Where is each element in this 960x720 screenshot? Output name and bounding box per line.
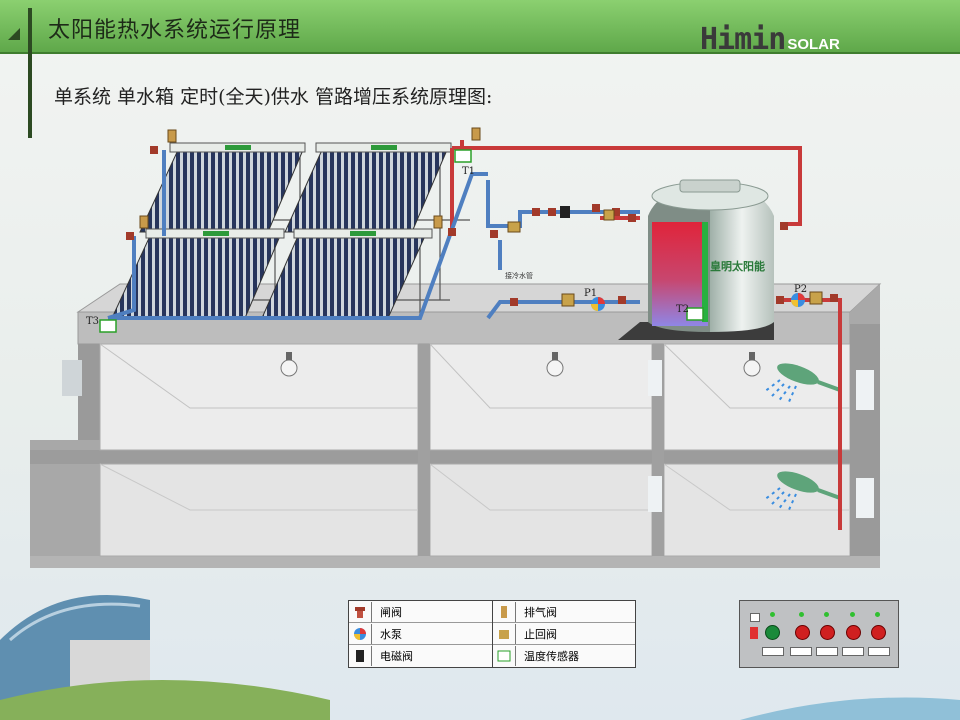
gate-valve-icon (349, 602, 372, 622)
start-button[interactable] (765, 625, 780, 640)
solenoid-valve-icon[interactable] (560, 206, 570, 218)
control-button-2[interactable] (820, 625, 835, 640)
power-switch[interactable] (750, 627, 758, 639)
tank-brand-label: 皇明太阳能 (710, 259, 765, 273)
ceiling-light-icon (280, 352, 761, 377)
page-title: 太阳能热水系统运行原理 (48, 18, 302, 43)
cold-water-inlet-label: 接冷水管 (505, 271, 533, 280)
solenoid-valve-icon (349, 646, 372, 666)
legend-label-solenoid-valve: 电磁阀 (380, 650, 413, 663)
indicator-led (850, 612, 855, 617)
header-bar (0, 0, 960, 54)
control-label (842, 647, 864, 656)
header-vertical-rule (28, 8, 32, 138)
control-label (868, 647, 890, 656)
diagram-subtitle: 单系统 单水箱 定时(全天)供水 管路增压系统原理图: (54, 86, 493, 108)
check-valve-icon[interactable] (507, 209, 823, 307)
pump-icon[interactable] (591, 293, 805, 311)
legend-panel: 闸阀 水泵 电磁阀 排气阀 止回阀 温度传感器 (348, 600, 636, 668)
indicator-led (875, 612, 880, 617)
legend-label-check-valve: 止回阀 (524, 628, 557, 641)
indicator-led (770, 612, 775, 617)
legend-label-air-vent-valve: 排气阀 (524, 606, 557, 619)
air-vent-valve-icon[interactable] (139, 127, 481, 229)
temperature-sensor-icon (492, 646, 516, 666)
control-label (816, 647, 838, 656)
gate-valve-icon[interactable] (126, 146, 838, 306)
legend-item: 温度传感器 (492, 645, 635, 667)
decorative-building-photo (0, 595, 960, 720)
legend-label-pump: 水泵 (380, 628, 402, 641)
indicator-led (799, 612, 804, 617)
header-corner-mark (8, 28, 20, 40)
control-button-4[interactable] (871, 625, 886, 640)
control-panel-switch[interactable] (750, 613, 760, 622)
pump-label-p2: P2 (794, 284, 807, 295)
sensor-label-t3: T3 (86, 316, 99, 327)
temperature-sensor-icon (99, 149, 704, 333)
control-label (762, 647, 784, 656)
control-button-3[interactable] (846, 625, 861, 640)
legend-item: 闸阀 (349, 601, 492, 623)
solar-collector-array (111, 142, 452, 319)
legend-item: 排气阀 (492, 601, 635, 623)
check-valve-icon (492, 624, 516, 644)
control-label (790, 647, 812, 656)
control-panel (739, 600, 899, 668)
legend-label-temperature-sensor: 温度传感器 (524, 650, 579, 663)
brand-name: Himin (700, 22, 786, 57)
building (30, 283, 882, 568)
air-vent-valve-icon (492, 602, 516, 622)
pump-icon (349, 624, 372, 644)
control-button-1[interactable] (795, 625, 810, 640)
sensor-label-t1: T1 (462, 166, 475, 177)
legend-label-gate-valve: 闸阀 (380, 606, 402, 619)
sensor-label-t2: T2 (676, 304, 689, 315)
indicator-led (824, 612, 829, 617)
pump-label-p1: P1 (584, 288, 597, 299)
brand-subtitle: SOLAR (787, 36, 840, 53)
shower-head-icon (763, 363, 841, 513)
legend-item: 水泵 (349, 623, 492, 645)
legend-item: 电磁阀 (349, 645, 492, 667)
legend-item: 止回阀 (492, 623, 635, 645)
